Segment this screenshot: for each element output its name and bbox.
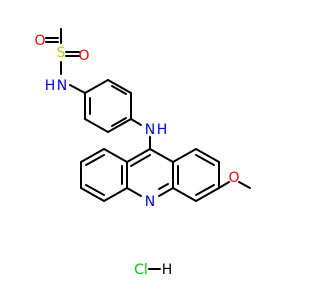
ring-bond — [103, 148, 128, 163]
atom-n-acridine: N — [145, 194, 155, 210]
atom-n-amine: N — [145, 122, 155, 138]
atom-h-sulfonamide: H — [45, 78, 56, 94]
atom-cl: Cl — [134, 262, 148, 278]
ring-bond — [149, 148, 174, 163]
ring-double-bond — [111, 117, 127, 127]
ring-double-bond — [111, 85, 127, 95]
ring-bond — [103, 187, 128, 202]
atom-o-top: O — [34, 33, 45, 49]
ring-bond — [84, 118, 109, 133]
atom-h-amine: H — [157, 122, 168, 138]
ring-bond — [172, 148, 197, 163]
ring-bond — [195, 148, 220, 163]
ring-double-bond — [85, 154, 105, 166]
ring-bond — [172, 187, 197, 202]
atom-n-sulfonamide: N — [57, 78, 67, 94]
acridine-ring-system — [80, 148, 220, 202]
ring-double-bond — [195, 184, 215, 196]
bond-phenyl-nh — [130, 118, 142, 126]
methanesulfonyl-group — [45, 28, 80, 75]
ring-bond — [80, 148, 105, 163]
phenylene-ring — [84, 79, 132, 133]
ring-bond — [158, 187, 174, 197]
ring-double-bond — [85, 184, 105, 196]
bond-o-ch3 — [238, 181, 251, 189]
ring-bond — [80, 187, 105, 202]
atom-o-right: O — [78, 48, 89, 64]
bond-nh-phenyl — [69, 84, 86, 94]
structure-svg: S O O N H N H N O Cl H — [34, 28, 251, 278]
ring-bond — [126, 187, 142, 197]
ring-double-bond — [130, 154, 151, 167]
ring-bond — [195, 187, 220, 202]
ring-double-bond — [158, 183, 169, 190]
ring-bond — [126, 148, 151, 163]
bond-ring-o — [218, 181, 230, 189]
ring-bond — [84, 79, 109, 94]
atom-h-salt: H — [162, 262, 173, 278]
molecule-diagram: S O O N H N H N O Cl H — [34, 28, 251, 278]
ring-double-bond — [195, 154, 215, 166]
atom-o-methoxy: O — [228, 170, 239, 186]
ring-bond — [107, 118, 132, 133]
atom-s: S — [57, 45, 66, 61]
ring-bond — [107, 79, 132, 94]
